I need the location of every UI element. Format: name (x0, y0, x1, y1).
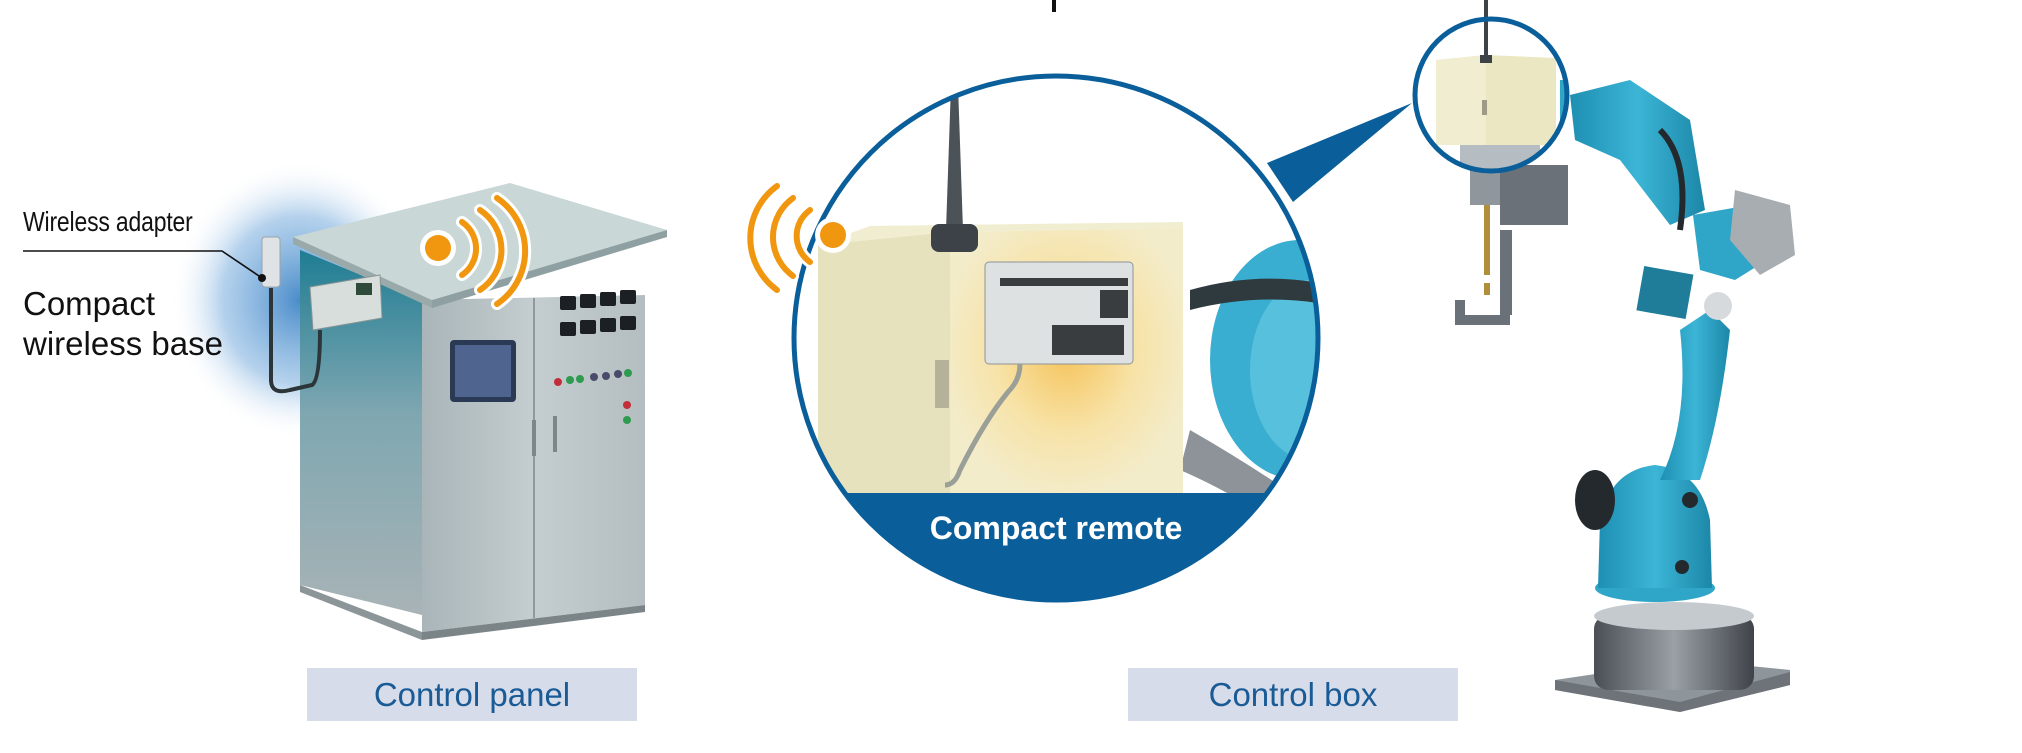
wireless-signal-icon-remote (744, 180, 851, 296)
compact-wireless-base-label: Compact wireless base (23, 284, 223, 364)
compact-wireless-base-line1: Compact (23, 285, 156, 322)
control-panel-illustration (170, 160, 667, 640)
wireless-adapter-leader-line (23, 250, 266, 282)
compact-wireless-base-line2: wireless base (23, 325, 223, 362)
control-panel-caption: Control panel (307, 668, 637, 721)
compact-remote-zoom-illustration (794, 76, 1318, 600)
robot-arm-illustration (1455, 80, 1795, 712)
control-box-caption: Control box (1128, 668, 1458, 721)
wireless-signal-icon-panel (420, 192, 532, 310)
control-box-illustration (1415, 19, 1567, 171)
zoom-callout-circle (791, 73, 1321, 603)
control-box-highlight-circle (1412, 16, 1570, 174)
compact-remote-label: Compact remote (929, 510, 1183, 546)
wireless-adapter-label: Wireless adapter (23, 206, 193, 237)
callout-pointer (1267, 103, 1412, 202)
